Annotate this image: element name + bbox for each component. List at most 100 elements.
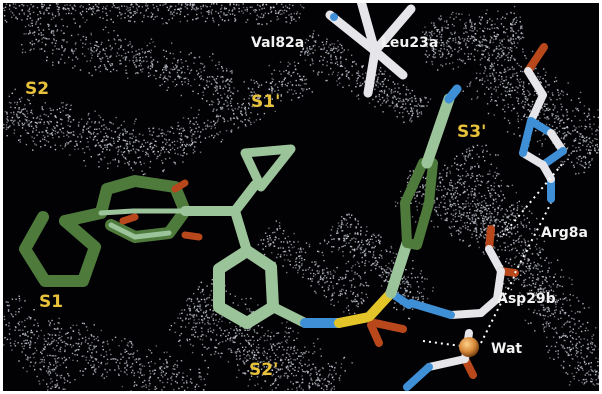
surface-dot xyxy=(509,297,511,299)
surface-dot xyxy=(156,135,158,138)
surface-dot xyxy=(129,141,131,143)
surface-dot xyxy=(46,59,48,62)
surface-dot xyxy=(96,41,98,43)
surface-dot xyxy=(18,116,20,119)
surface-dot xyxy=(251,105,253,108)
surface-dot xyxy=(567,373,569,375)
surface-dot xyxy=(151,15,153,17)
surface-dot xyxy=(565,372,567,374)
surface-dot xyxy=(134,64,136,66)
surface-dot xyxy=(518,37,520,39)
surface-dot xyxy=(342,51,344,53)
surface-dot xyxy=(109,121,111,123)
surface-dot xyxy=(136,4,138,6)
surface-dot xyxy=(375,257,377,259)
surface-dot xyxy=(454,197,457,199)
surface-dot xyxy=(123,120,125,123)
surface-dot xyxy=(135,50,137,52)
surface-dot xyxy=(173,68,176,70)
surface-dot xyxy=(356,261,359,263)
surface-dot xyxy=(520,37,522,40)
surface-dot xyxy=(571,343,574,346)
surface-dot xyxy=(274,84,276,87)
surface-dot xyxy=(493,78,496,80)
surface-dot xyxy=(69,4,71,6)
surface-dot xyxy=(234,17,236,20)
surface-dot xyxy=(472,145,474,148)
surface-dot xyxy=(516,231,519,233)
surface-dot xyxy=(192,345,194,347)
surface-dot xyxy=(144,173,146,175)
surface-dot xyxy=(10,102,12,104)
surface-dot xyxy=(48,7,50,9)
surface-dot xyxy=(471,166,473,168)
surface-dot xyxy=(460,219,462,221)
surface-dot xyxy=(278,80,280,83)
surface-dot xyxy=(366,243,368,245)
surface-dot xyxy=(234,14,236,16)
surface-dot xyxy=(99,144,102,147)
surface-dot xyxy=(261,23,263,26)
surface-dot xyxy=(483,36,486,38)
surface-dot xyxy=(405,107,407,109)
surface-dot xyxy=(94,66,96,68)
surface-dot xyxy=(565,134,567,136)
surface-dot xyxy=(442,53,444,55)
surface-dot xyxy=(547,351,549,353)
surface-dot xyxy=(139,57,141,59)
surface-dot xyxy=(337,222,340,224)
surface-dot xyxy=(118,54,120,56)
surface-dot xyxy=(511,22,514,24)
surface-dot xyxy=(164,138,166,140)
surface-dot xyxy=(403,108,405,110)
surface-dot xyxy=(60,102,63,104)
surface-dot xyxy=(69,154,71,156)
surface-dot xyxy=(195,117,198,119)
surface-dot xyxy=(445,41,448,44)
surface-dot xyxy=(592,370,594,373)
surface-dot xyxy=(45,37,48,40)
surface-dot xyxy=(133,55,135,57)
surface-dot xyxy=(394,105,396,107)
surface-dot xyxy=(512,73,514,75)
surface-dot xyxy=(46,56,48,58)
surface-dot xyxy=(522,224,524,226)
surface-dot xyxy=(102,8,104,10)
surface-dot xyxy=(504,32,507,34)
surface-dot xyxy=(386,280,389,283)
surface-dot xyxy=(187,13,189,16)
surface-dot xyxy=(309,46,311,48)
surface-dot xyxy=(516,91,519,94)
surface-dot xyxy=(482,206,485,208)
surface-dot xyxy=(379,254,381,256)
surface-dot xyxy=(209,125,211,127)
surface-dot xyxy=(405,291,407,293)
surface-dot xyxy=(380,90,383,92)
surface-dot xyxy=(489,41,492,43)
surface-dot xyxy=(433,57,435,59)
surface-dot xyxy=(486,227,488,229)
surface-dot xyxy=(102,119,104,121)
surface-dot xyxy=(399,100,402,102)
surface-dot xyxy=(286,21,288,23)
surface-dot xyxy=(131,133,133,135)
surface-dot xyxy=(507,217,509,219)
surface-dot xyxy=(460,214,462,216)
surface-dot xyxy=(573,378,575,380)
surface-dot xyxy=(390,92,393,94)
surface-dot xyxy=(572,375,575,378)
dotted-molecular-surface xyxy=(3,3,599,391)
surface-dot xyxy=(42,109,44,111)
surface-dot xyxy=(494,208,496,211)
surface-dot xyxy=(527,258,529,260)
surface-dot xyxy=(322,63,324,66)
surface-dot xyxy=(552,313,554,315)
surface-dot xyxy=(463,155,465,157)
surface-dot xyxy=(433,39,436,41)
surface-dot xyxy=(500,72,502,74)
surface-dot xyxy=(439,185,441,188)
surface-dot xyxy=(226,95,229,97)
surface-dot xyxy=(544,315,546,317)
surface-dot xyxy=(584,330,587,332)
surface-dot xyxy=(151,142,153,144)
